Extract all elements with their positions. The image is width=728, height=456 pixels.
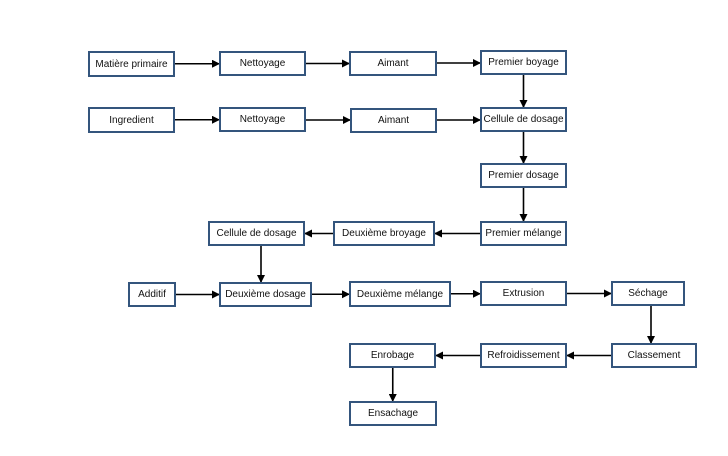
node-label: Enrobage <box>370 350 415 361</box>
node-aimant-1: Aimant <box>349 51 437 76</box>
node-premier-boyage: Premier boyage <box>480 50 567 75</box>
node-label: Nettoyage <box>239 58 286 69</box>
node-ensachage: Ensachage <box>349 401 437 426</box>
node-label: Cellule de dosage <box>216 228 297 239</box>
node-label: Premier boyage <box>488 57 559 68</box>
node-nettoyage-2: Nettoyage <box>219 107 306 132</box>
node-nettoyage-1: Nettoyage <box>219 51 306 76</box>
node-label: Deuxième mélange <box>356 288 444 300</box>
node-label: Ensachage <box>367 408 419 419</box>
node-label: Additif <box>138 289 166 300</box>
node-extrusion: Extrusion <box>480 281 567 306</box>
node-classement: Classement <box>611 343 697 368</box>
node-premier-dosage: Premier dosage <box>480 163 567 188</box>
node-label: Premier dosage <box>488 170 559 181</box>
node-label: Aimant <box>377 58 409 69</box>
node-deuxieme-broyage: Deuxième broyage <box>333 221 435 246</box>
node-sechage: Séchage <box>611 281 685 306</box>
node-label: Nettoyage <box>239 114 286 125</box>
node-deuxieme-dosage: Deuxième dosage <box>219 282 312 307</box>
node-label: Ingredient <box>109 114 154 126</box>
node-enrobage: Enrobage <box>349 343 436 368</box>
node-label: Aimant <box>377 115 410 126</box>
node-label: Extrusion <box>502 288 545 299</box>
node-label: Deuxième broyage <box>342 228 426 239</box>
node-cellule-de-dosage-1: Cellule de dosage <box>480 107 567 132</box>
node-label: Refroidissement <box>487 350 560 361</box>
node-label: Matière primaire <box>95 58 168 70</box>
node-label: Deuxième dosage <box>225 289 306 300</box>
node-label: Premier mélange <box>485 228 562 239</box>
node-ingredient: Ingredient <box>88 107 175 133</box>
node-refroidissement: Refroidissement <box>480 343 567 368</box>
node-deuxieme-melange: Deuxième mélange <box>349 281 451 307</box>
node-aimant-2: Aimant <box>350 108 437 133</box>
node-label: Classement <box>627 350 681 361</box>
node-additif: Additif <box>128 282 176 307</box>
node-matiere-primaire: Matière primaire <box>88 51 175 77</box>
node-cellule-de-dosage-2: Cellule de dosage <box>208 221 305 246</box>
node-label: Séchage <box>628 288 668 299</box>
node-premier-melange: Premier mélange <box>480 221 567 246</box>
node-label: Cellule de dosage <box>483 114 564 125</box>
